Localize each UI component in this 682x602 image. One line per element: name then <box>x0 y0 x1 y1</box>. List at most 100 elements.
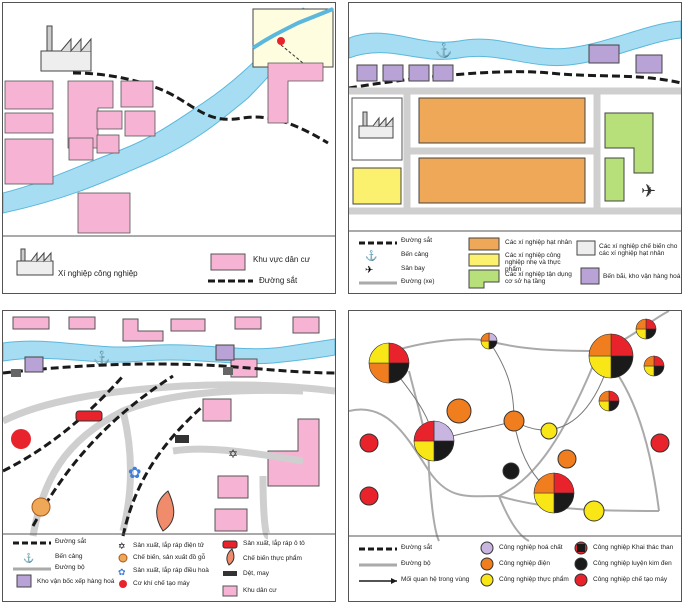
legend-textile-label: Dệt, may <box>243 570 270 577</box>
legend-infra-label: Các xí nghiệp tận dụng cơ sở hạ tầng <box>505 271 572 285</box>
legend-heavy-label: Các xí nghiệp hạt nhân <box>505 239 572 246</box>
legend-metal-icon <box>574 557 588 571</box>
legend-relation-label: Mối quan hệ trong vùng <box>401 576 470 583</box>
panel-industrial-center: ⚓ ✿ ✡ <box>2 310 336 602</box>
legend-food-icon <box>480 573 494 587</box>
legend-auto-icon <box>222 540 238 549</box>
legend-warehouse-swatch <box>16 574 32 588</box>
legend-road-label: Đường bộ <box>55 564 85 571</box>
legend-light-label: Các xí nghiệp công nghiệp nhẹ và thực ph… <box>505 252 561 273</box>
legend-wood-icon <box>118 553 128 563</box>
legend-heavy-swatch <box>468 237 500 251</box>
wood-log-icon <box>31 497 51 517</box>
light-industry-block <box>352 167 402 205</box>
industry-nodes <box>359 318 670 522</box>
industry-node <box>598 390 620 412</box>
legend-residential-label: Khu dân cư <box>243 587 277 594</box>
legend-metal-label: Công nghiệp luyện kim đen <box>593 560 672 567</box>
legend-auto-label: Sản xuất, lắp ráp ô tô <box>243 540 305 547</box>
legend-energy-icon <box>480 557 494 571</box>
legend-energy-label: Công nghiệp điện <box>499 560 550 567</box>
truck-icon <box>11 367 233 377</box>
panel-industrial-point: Xí nghiệp công nghiệp Khu vực dân cư Đườ… <box>2 2 336 294</box>
panel-industrial-region: Đường sắt Đường bộ Mối quan hệ trong vùn… <box>348 310 682 602</box>
legend-port-icon: ⚓ <box>23 552 34 563</box>
legend-machinery-label: Công nghiệp chế tạo máy <box>593 576 668 583</box>
legend-machinery-label: Cơ khí chế tạo máy <box>133 580 190 587</box>
legend-food-label: Công nghiệp thực phẩm <box>499 576 569 583</box>
inset-map <box>251 7 334 68</box>
industry-node <box>588 333 634 379</box>
legend-warehouse-swatch <box>580 267 600 285</box>
industry-node <box>446 398 472 424</box>
legend-processing-icon <box>576 240 596 256</box>
legend-wood-label: Chế biến, sản xuất đồ gỗ <box>133 554 206 561</box>
industry-node <box>368 342 410 384</box>
residential-blocks <box>12 316 320 532</box>
legend-port-label: Bến cảng <box>401 251 429 258</box>
legend-food-label: Chế biến thực phẩm <box>243 555 302 562</box>
infra-industry-block <box>604 157 625 202</box>
legend-factory-label: Xí nghiệp công nghiệp <box>58 269 138 278</box>
legend-chemical-label: Công nghiệp hoá chất <box>499 544 563 551</box>
heavy-industry-block <box>418 97 586 144</box>
panel4-map <box>349 311 681 587</box>
railway <box>72 71 329 145</box>
legend-railway-label: Đường sắt <box>55 538 87 545</box>
panel-industrial-zone: ⚓ ✈ ⚓ ✈ <box>348 2 682 294</box>
port-icon: ⚓ <box>93 350 110 367</box>
industry-node <box>359 433 379 453</box>
heavy-industry-block <box>418 157 586 204</box>
roads <box>3 381 335 540</box>
industry-node <box>533 472 575 514</box>
factory-icon <box>40 25 92 72</box>
legend-residential-swatch <box>210 253 246 271</box>
residential-blocks <box>4 62 324 234</box>
legend-airport-label: Sân bay <box>401 265 425 272</box>
legend-port-icon: ⚓ <box>365 249 377 262</box>
legend-railway-label: Đường sắt <box>401 237 433 244</box>
legend-road-label: Đường (xe) <box>401 278 435 285</box>
legend-warehouse-label: Kho vận bốc xếp hàng hoá <box>37 578 115 585</box>
legend-residential-swatch <box>222 585 238 597</box>
legend-food-icon <box>226 548 235 566</box>
network-links <box>388 340 612 487</box>
legend-mining-label: Công nghiệp Khai thác than <box>593 544 674 551</box>
warehouse-blocks <box>24 344 235 373</box>
location-marker-icon <box>277 37 285 45</box>
roads <box>349 87 681 215</box>
legend-railway-label: Đường sắt <box>259 276 298 285</box>
legend-aircon-icon: ✿ <box>118 567 126 577</box>
legend-warehouse-label: Bến bãi, kho vận hàng hoá <box>603 273 681 280</box>
machinery-gear-icon <box>11 429 31 449</box>
robot-arm-icon <box>175 435 189 443</box>
river <box>349 20 681 67</box>
legend-factory-icon <box>16 248 54 276</box>
industry-node <box>650 433 670 453</box>
legend-electronics-label: Sản xuất, lắp ráp điện tử <box>133 542 205 549</box>
airport-icon: ✈ <box>641 181 656 201</box>
port-icon: ⚓ <box>435 42 452 59</box>
industry-node <box>583 500 605 522</box>
industry-node <box>480 332 498 350</box>
railway <box>349 70 681 90</box>
factory-icon <box>358 111 394 139</box>
industry-node <box>359 486 379 506</box>
infra-industry-block <box>604 112 654 174</box>
food-leaf-icon <box>156 490 175 532</box>
panel2-map: ⚓ ✈ ⚓ ✈ <box>349 20 681 289</box>
legend-airport-icon: ✈ <box>365 265 373 276</box>
legend-aircon-label: Sản xuất, lắp ráp điều hoà <box>133 567 209 574</box>
legend-chemical-icon <box>480 541 494 555</box>
railways <box>3 362 335 537</box>
legend-processing-label: Các xí nghiệp chế biến cho các xí nghiệp… <box>599 243 678 257</box>
legend-electronics-icon: ✡ <box>118 541 126 551</box>
legend-railway-label: Đường sắt <box>401 544 433 551</box>
electronics-star-icon: ✡ <box>228 447 238 461</box>
legend-machinery-icon <box>119 580 127 588</box>
legend-machinery-icon <box>574 573 588 587</box>
industry-node <box>502 462 520 480</box>
river <box>3 338 335 365</box>
industry-node <box>540 422 558 440</box>
panel3-map: ⚓ ✿ ✡ <box>3 316 335 597</box>
